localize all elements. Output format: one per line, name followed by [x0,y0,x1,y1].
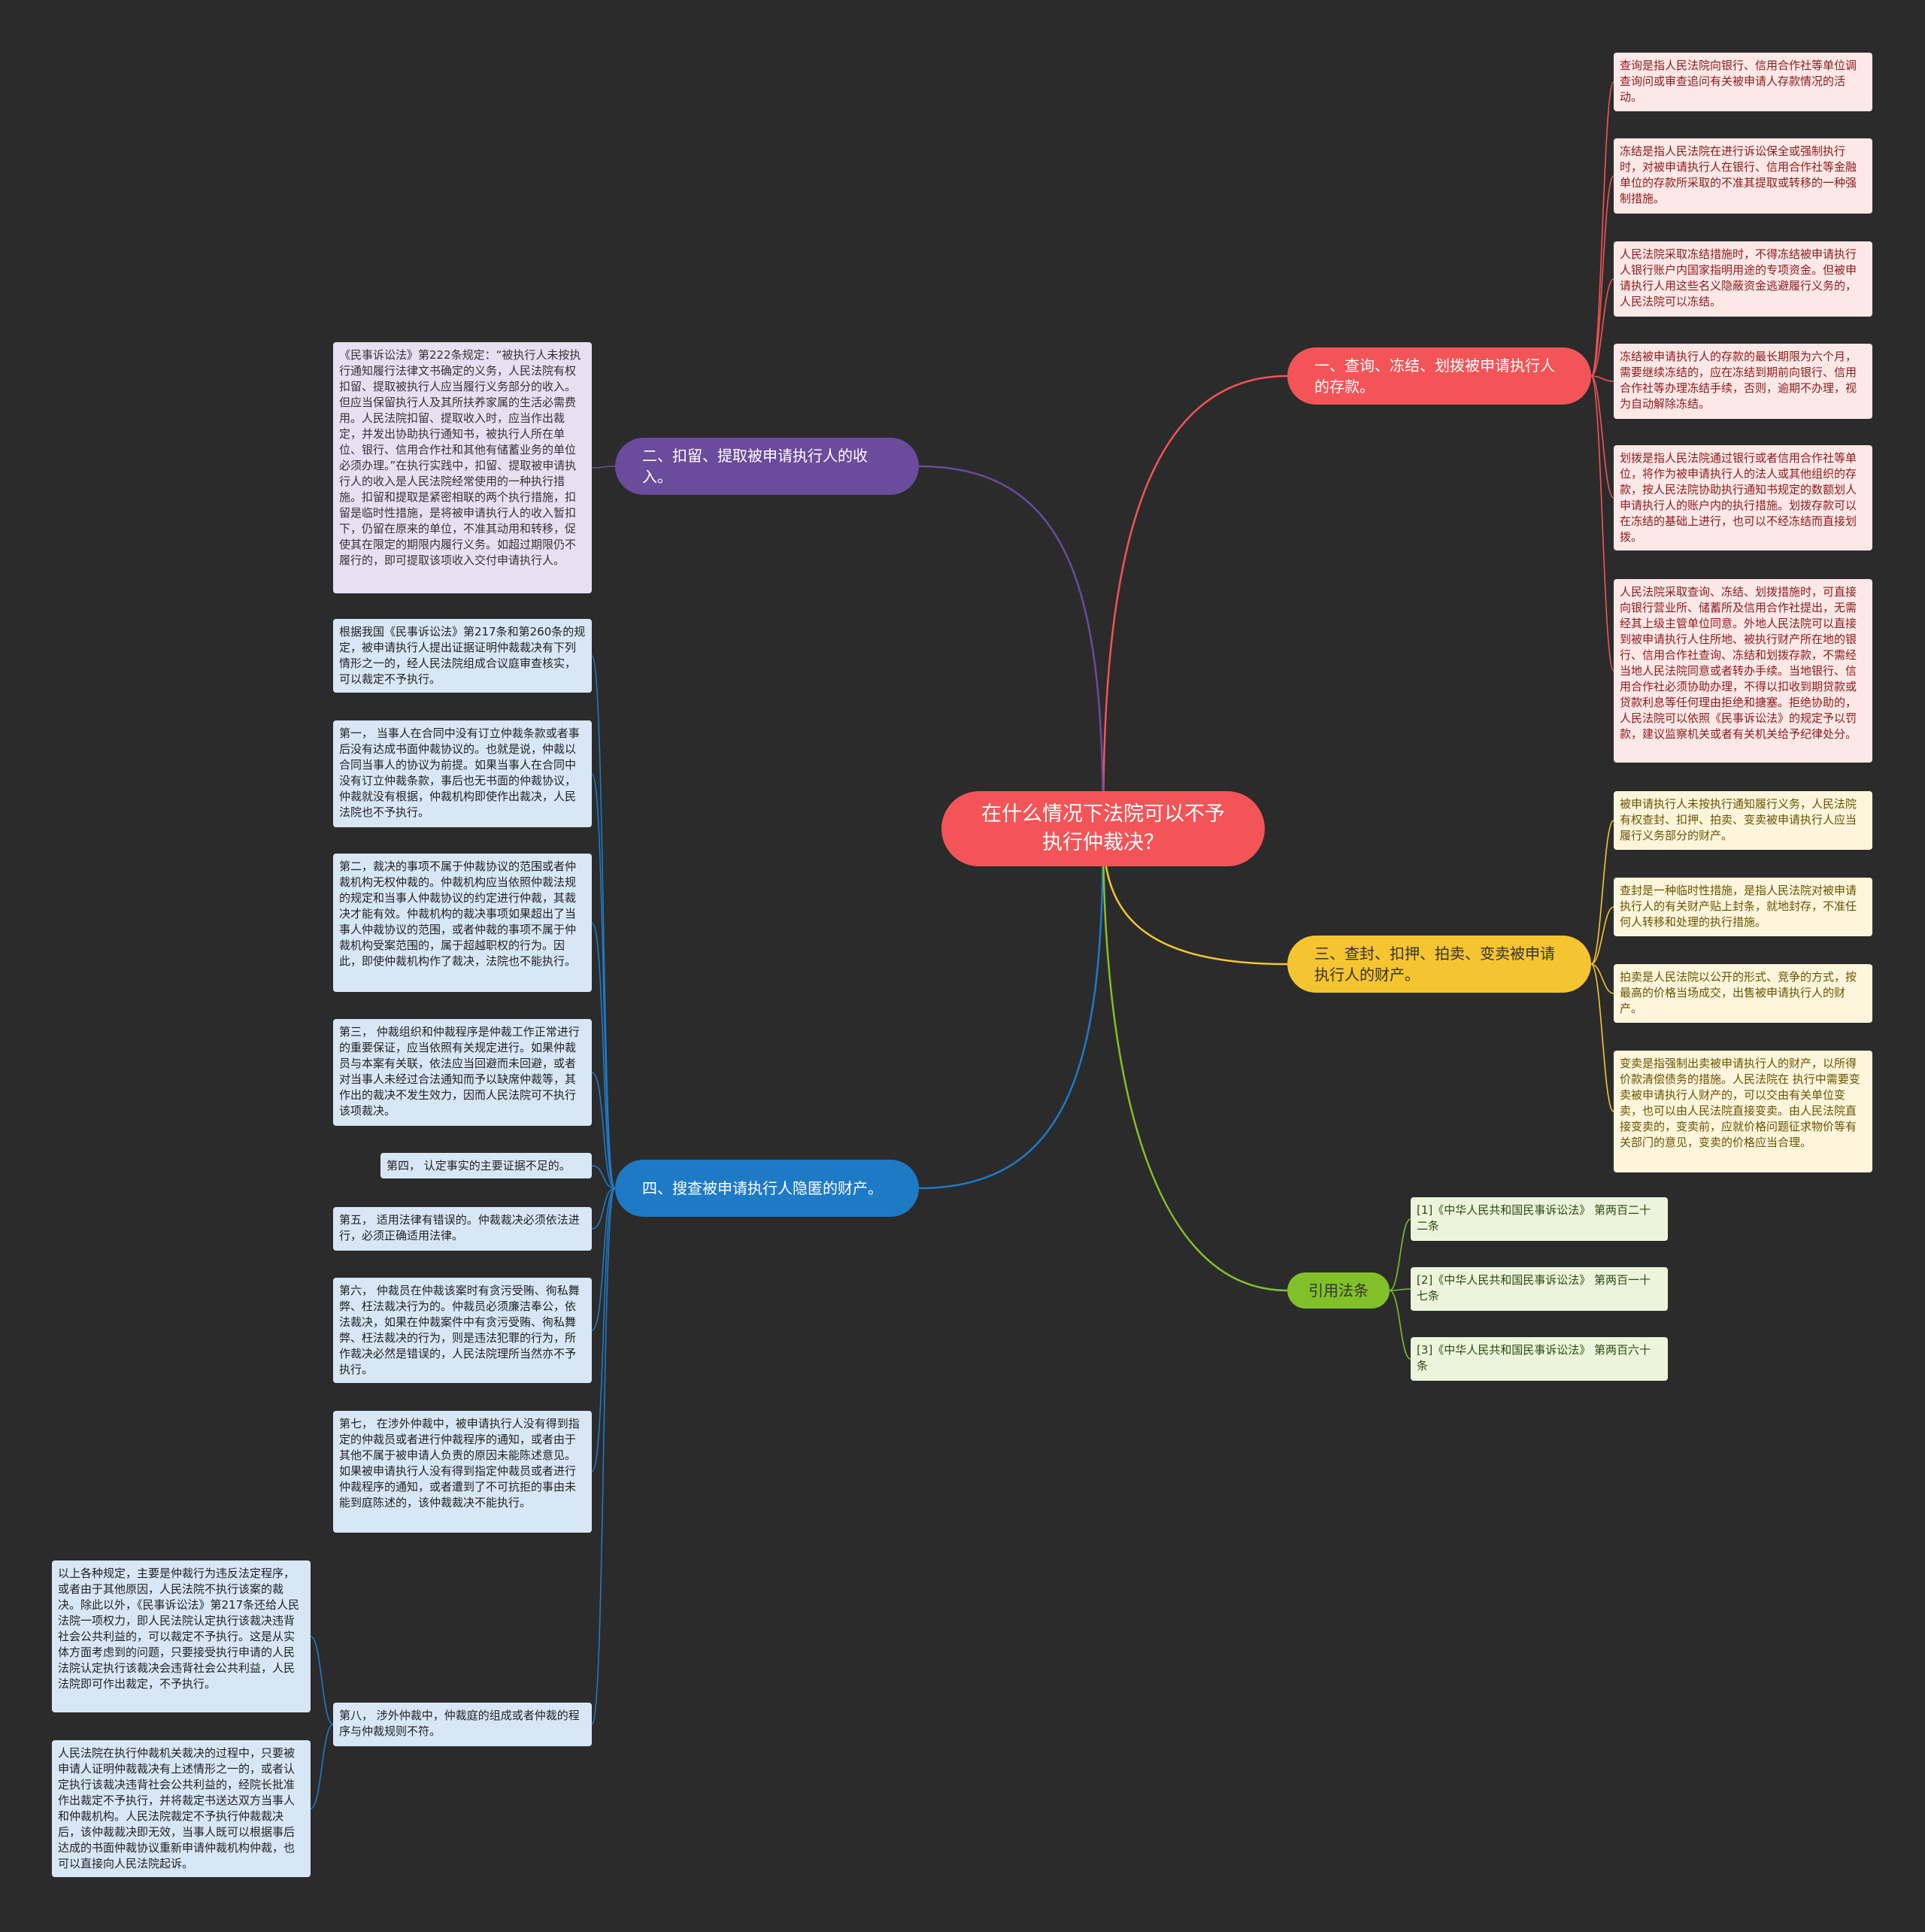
connector-root-branch-2 [918,465,1105,830]
branch-property-label: 三、查封、扣押、拍卖、变卖被申请执行人的财产。 [1314,945,1555,984]
leaf-transfer[interactable]: 划拨是指人民法院通过银行或者信用合作社等单位，将作为被申请执行人的法人或其他组织… [1614,445,1872,550]
connector-deposits-leaf-2 [1590,175,1614,377]
connector-property-leaf-3 [1590,963,1614,994]
connector-search-leaf-3 [591,922,616,1189]
leaf-case-1[interactable]: 第一， 当事人在合同中没有订立仲裁条款或者事后没有达成书面仲裁协议的。也就是说，… [333,720,592,827]
connector-search-leaf-8 [591,1187,616,1473]
leaf-case-6[interactable]: 第六， 仲裁员在仲裁该案时有贪污受贿、徇私舞弊、枉法裁决行为的。仲裁员必须廉洁奉… [333,1278,592,1383]
connector-search-leaf-7 [591,1187,616,1331]
leaf-case-3[interactable]: 第三， 仲裁组织和仲裁程序是仲裁工作正常进行的重要保证，应当依照有关规定进行。如… [333,1019,592,1126]
leaf-case-4[interactable]: 第四， 认定事实的主要证据不足的。 [380,1153,592,1178]
branch-deposits[interactable]: 一、查询、冻结、划拨被申请执行人的存款。 [1287,347,1591,405]
leaf-case-2[interactable]: 第二，裁决的事项不属于仲裁协议的范围或者仲裁机构无权仲裁的。仲裁机构应当依照仲裁… [333,854,592,992]
connector-search-leaf-4 [591,1072,616,1189]
connector-property-leaf-2 [1590,906,1614,965]
root-topic-label: 在什么情况下法院可以不予执行仲裁决？ [981,802,1225,854]
connector-search-leaf-2 [591,773,616,1189]
leaf-property-rights[interactable]: 被申请执行人未按执行通知履行义务，人民法院有权查封、扣押、拍卖、变卖被申请执行人… [1614,791,1872,850]
branch-property[interactable]: 三、查封、扣押、拍卖、变卖被申请执行人的财产。 [1287,936,1591,993]
leaf-seal[interactable]: 查封是一种临时性措施，是指人民法院对被申请执行人的有关财产贴上封条，就地封存，不… [1614,878,1872,936]
connector-deposits-leaf-3 [1590,278,1614,377]
connector-citation-3 [1389,1290,1411,1360]
connector-deposits-leaf-1 [1590,81,1614,377]
connector-citation-2 [1389,1288,1411,1291]
branch-deposits-label: 一、查询、冻结、划拨被申请执行人的存款。 [1314,356,1555,396]
leaf-sale[interactable]: 变卖是指强制出卖被申请执行人的财产，以所得价款清偿债务的措施。人民法院在 执行中… [1614,1051,1872,1172]
branch-search[interactable]: 四、搜查被申请执行人隐匿的财产。 [615,1160,919,1217]
connector-property-leaf-1 [1590,820,1614,965]
leaf-ruling-effect[interactable]: 人民法院在执行仲裁机关裁决的过程中，只要被申请人证明仲裁裁决有上述情形之一的，或… [52,1740,311,1877]
leaf-inquiry[interactable]: 查询是指人民法院向银行、信用合作社等单位调查询问或审查追问有关被申请人存款情况的… [1614,53,1872,111]
branch-income[interactable]: 二、扣留、提取被申请执行人的收入。 [615,438,919,495]
connector-search-leaf-5 [591,1165,616,1189]
leaf-case-8[interactable]: 第八， 涉外仲裁中，仲裁庭的组成或者仲裁的程序与仲裁规则不符。 [333,1703,592,1746]
leaf-auction[interactable]: 拍卖是人民法院以公开的形式、竞争的方式，按最高的价格当场成交，出售被申请执行人的… [1614,964,1872,1023]
root-topic[interactable]: 在什么情况下法院可以不予执行仲裁决？ [941,791,1265,866]
leaf-freeze-special-funds[interactable]: 人民法院采取冻结措施时，不得冻结被申请执行人银行账户内国家指明用途的专项资金。但… [1614,241,1872,317]
leaf-bank-cooperation[interactable]: 人民法院采取查询、冻结、划拨措施时，可直接向银行营业所、储蓄所及信用合作社提出，… [1614,579,1872,763]
leaf-case-5[interactable]: 第五， 适用法律有错误的。仲裁裁决必须依法进行，必须正确适用法律。 [333,1207,592,1251]
connector-root-branch-4 [918,828,1105,1190]
leaf-article-217[interactable]: 根据我国《民事诉讼法》第217条和第260条的规定，被申请执行人提出证据证明仲裁… [333,619,592,693]
connector-search-leaf-9 [591,1187,616,1725]
connector-root-branch-5 [1102,828,1288,1292]
citation-3[interactable]: [3]《中华人民共和国民事诉讼法》 第两百六十条 [1411,1337,1668,1381]
connector-search-leaf-1 [591,655,616,1189]
connector-property-leaf-4 [1590,963,1614,1112]
connector-search-leaf-6 [591,1187,616,1230]
connector-citation-1 [1389,1218,1411,1291]
connector-income-leaf [591,466,616,469]
connector-case8-sub-1 [310,1636,334,1725]
connector-deposits-leaf-5 [1590,375,1614,499]
leaf-case-7[interactable]: 第七， 在涉外仲裁中，被申请执行人没有得到指定的仲裁员或者进行仲裁程序的通知，或… [333,1411,592,1533]
connector-deposits-leaf-4 [1590,375,1614,382]
connector-case8-sub-2 [310,1724,334,1809]
citation-1[interactable]: [1]《中华人民共和国民事诉讼法》 第两百二十二条 [1411,1197,1668,1241]
connector-root-branch-1 [1102,375,1288,830]
branch-citations-label: 引用法条 [1308,1281,1369,1300]
leaf-article-222[interactable]: 《民事诉讼法》第222条规定：“被执行人未按执行通知履行法律文书确定的义务，人民… [333,342,592,593]
citation-2[interactable]: [2]《中华人民共和国民事诉讼法》 第两百一十七条 [1411,1267,1668,1311]
branch-search-label: 四、搜查被申请执行人隐匿的财产。 [642,1179,883,1197]
branch-income-label: 二、扣留、提取被申请执行人的收入。 [642,447,868,486]
leaf-freeze-period[interactable]: 冻结被申请执行人的存款的最长期限为六个月，需要继续冻结的，应在冻结到期前向银行、… [1614,344,1872,419]
connector-deposits-leaf-6 [1590,375,1614,672]
branch-citations[interactable]: 引用法条 [1287,1272,1390,1309]
leaf-public-interest[interactable]: 以上各种规定，主要是仲裁行为违反法定程序，或者由于其他原因，人民法院不执行该案的… [52,1560,311,1712]
leaf-freeze-definition[interactable]: 冻结是指人民法院在进行诉讼保全或强制执行时，对被申请执行人在银行、信用合作社等金… [1614,138,1872,214]
